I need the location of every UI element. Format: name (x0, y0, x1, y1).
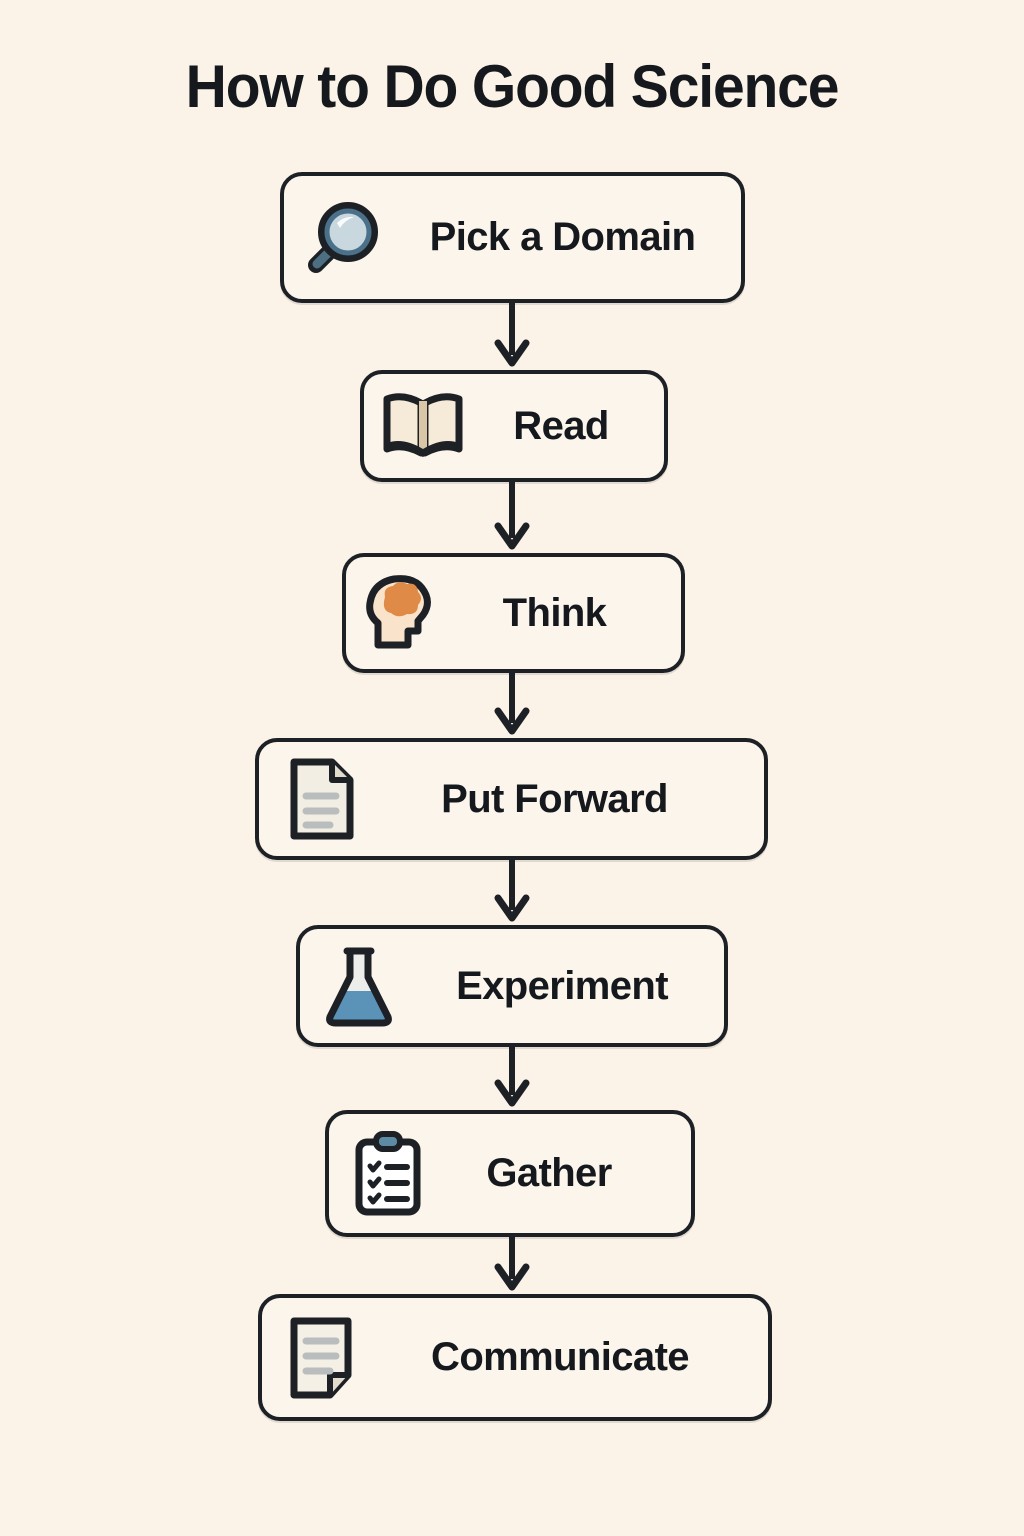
flow-node-think[interactable]: Think (342, 553, 685, 673)
flow-node-read[interactable]: Read (360, 370, 668, 482)
connector-arrow-2 (494, 482, 530, 553)
flow-node-experiment[interactable]: Experiment (296, 925, 728, 1047)
flow-node-pick-a-domain[interactable]: Pick a Domain (280, 172, 745, 303)
flask-icon (300, 943, 418, 1029)
note-page-icon (262, 1315, 382, 1401)
document-icon (259, 756, 385, 842)
connector-arrow-3 (494, 673, 530, 738)
connector-arrow-1 (494, 303, 530, 370)
flow-node-label: Think (502, 590, 607, 635)
page-title: How to Do Good Science (185, 53, 840, 120)
open-book-icon (364, 387, 482, 465)
flow-node-label: Communicate (431, 1335, 690, 1379)
magnifying-glass-icon (284, 196, 402, 280)
flow-node-label: Read (513, 403, 609, 448)
clipboard-checklist-icon (329, 1130, 447, 1218)
flow-node-communicate[interactable]: Communicate (258, 1294, 772, 1421)
flow-node-put-forward[interactable]: Put Forward (255, 738, 768, 860)
flow-node-label: Gather (486, 1151, 612, 1195)
connector-arrow-5 (494, 1047, 530, 1110)
connector-arrow-4 (494, 860, 530, 925)
flow-node-gather[interactable]: Gather (325, 1110, 695, 1237)
connector-arrow-6 (494, 1237, 530, 1294)
flow-node-label: Put Forward (441, 776, 668, 821)
flow-node-label: Pick a Domain (429, 215, 696, 259)
head-with-brain-icon (346, 571, 458, 655)
flow-node-label: Experiment (456, 963, 668, 1008)
